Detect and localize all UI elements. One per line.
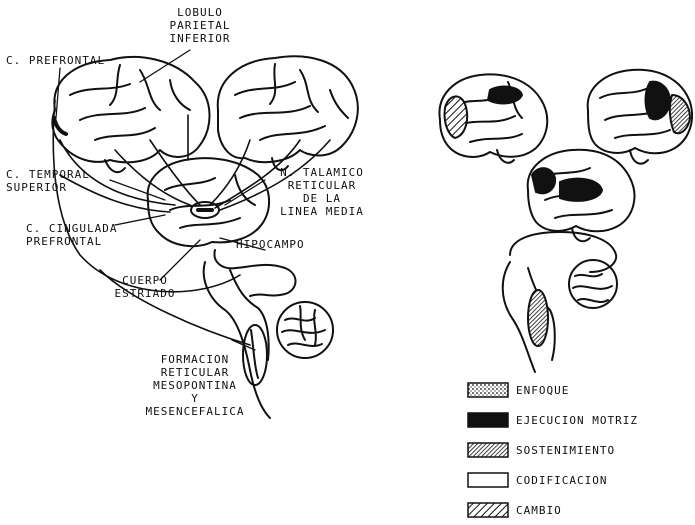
right-brain-3-cambio [560, 179, 602, 201]
label-talamico-reticular: N. TALAMICO RETICULAR DE LA LINEA MEDIA [262, 166, 382, 218]
legend-swatch-sostenimiento [468, 443, 508, 457]
legend-swatch-enfoque [468, 383, 508, 397]
label-prefrontal: C. PREFRONTAL [6, 54, 105, 67]
brain-right-lateral [218, 56, 358, 170]
label-cuerpo-estriado: CUERPO ESTRIADO [100, 274, 190, 300]
right-brain-2-motriz [646, 82, 671, 120]
legend-label-cambio: CAMBIO [516, 504, 562, 517]
legend-swatch-motriz [468, 413, 508, 427]
brain-central-medial [148, 158, 269, 246]
label-hipocampo: HIPOCAMPO [236, 238, 305, 251]
legend-swatch-codificacion [468, 473, 508, 487]
right-brain-1-motriz [488, 87, 522, 104]
right-brainstem [503, 232, 617, 372]
legend-label-sostenimiento: SOSTENIMIENTO [516, 444, 615, 457]
legend-label-enfoque: ENFOQUE [516, 384, 569, 397]
label-lobulo-parietal-inferior: LOBULO PARIETAL INFERIOR [160, 6, 240, 45]
right-brain-2-sostenimiento [670, 95, 690, 133]
label-formacion-reticular: FORMACION RETICULAR MESOPONTINA Y MESENC… [132, 353, 258, 418]
brain-left-lateral [52, 57, 209, 172]
label-temporal-superior: C. TEMPORAL SUPERIOR [6, 168, 90, 194]
legend-label-motriz: EJECUCION MOTRIZ [516, 414, 638, 427]
legend-swatches [468, 383, 508, 517]
label-cingulada-prefrontal: C. CINGULADA PREFRONTAL [26, 222, 117, 248]
right-brain-1-sostenimiento [445, 96, 468, 138]
legend-label-codificacion: CODIFICACION [516, 474, 607, 487]
legend-swatch-cambio [468, 503, 508, 517]
right-brain-3-motriz [532, 168, 555, 193]
